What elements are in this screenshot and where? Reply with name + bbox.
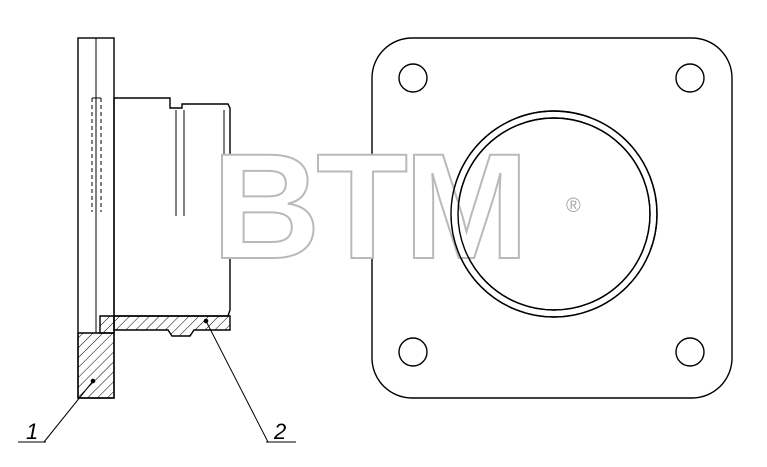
callout-1	[18, 378, 96, 443]
bolt-hole	[675, 337, 705, 367]
bolt-hole	[398, 63, 428, 93]
callout-2	[203, 318, 296, 443]
fitting-body-outline	[114, 97, 231, 317]
bolt-hole	[398, 337, 428, 367]
square-flange	[371, 37, 733, 399]
watermark: BTM ®	[211, 121, 581, 291]
watermark-registered-mark: ®	[566, 195, 581, 217]
section-part-1	[77, 322, 115, 399]
bolt-hole	[675, 63, 705, 93]
callout-label-2: 2	[273, 419, 286, 444]
watermark-text: BTM	[212, 122, 525, 290]
front-view-overlay	[450, 110, 658, 318]
section-part-2	[99, 315, 231, 337]
callout-label-1: 1	[26, 419, 38, 444]
